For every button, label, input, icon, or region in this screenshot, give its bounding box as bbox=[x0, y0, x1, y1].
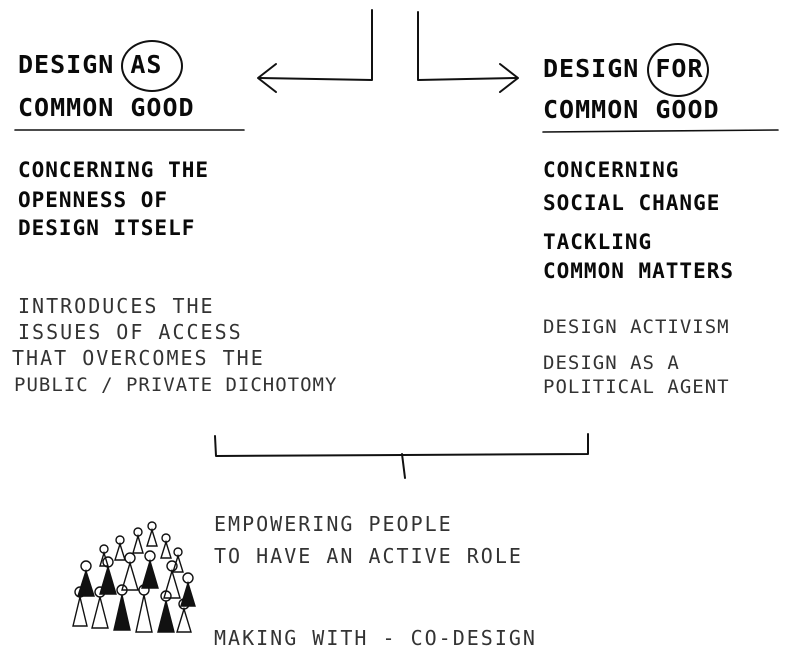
right-detail-line1: DESIGN ACTIVISM bbox=[543, 316, 730, 338]
circled-word-for: FOR bbox=[647, 43, 710, 97]
left-detail-line1: INTRODUCES THE bbox=[18, 294, 215, 318]
right-detail-line3: POLITICAL AGENT bbox=[543, 376, 730, 398]
left-detail-line3: THAT OVERCOMES THE bbox=[12, 346, 265, 370]
bottom-line2: TO HAVE AN ACTIVE ROLE bbox=[214, 544, 523, 568]
circle-mark-icon bbox=[121, 40, 184, 92]
left-detail-line4: PUBLIC / PRIVATE DICHOTOMY bbox=[14, 374, 338, 396]
right-underline bbox=[542, 129, 779, 133]
circle-mark-icon bbox=[647, 43, 710, 97]
left-arrowhead-icon bbox=[257, 63, 277, 93]
bottom-line3: MAKING WITH - CO-DESIGN bbox=[214, 626, 537, 650]
right-matters-line2: COMMON MATTERS bbox=[543, 259, 735, 283]
bottom-line1: EMPOWERING PEOPLE bbox=[214, 512, 453, 536]
bracket-stem bbox=[401, 453, 406, 479]
left-concern-line2: OPENNESS OF bbox=[18, 188, 169, 212]
left-detail-line2: ISSUES OF ACCESS bbox=[18, 320, 243, 344]
left-concern-line3: DESIGN ITSELF bbox=[18, 216, 196, 240]
right-detail-line2: DESIGN AS A bbox=[543, 352, 680, 374]
right-concern-line1: CONCERNING bbox=[543, 158, 680, 182]
right-arrowhead-icon bbox=[499, 63, 519, 93]
bracket-line bbox=[214, 433, 589, 457]
right-title-line1: DESIGN FOR bbox=[543, 43, 710, 97]
left-concern-line1: CONCERNING THE bbox=[18, 158, 210, 182]
circled-word-as: AS bbox=[121, 40, 184, 92]
right-matters-line1: TACKLING bbox=[543, 230, 653, 254]
left-title-line1: DESIGN AS bbox=[18, 40, 184, 92]
right-concern-line2: SOCIAL CHANGE bbox=[543, 191, 721, 215]
crowd-of-people-icon bbox=[72, 521, 196, 633]
left-title-line2: COMMON GOOD bbox=[18, 93, 195, 122]
right-branch-line bbox=[417, 11, 517, 81]
left-branch-line bbox=[259, 9, 373, 81]
right-title-line2: COMMON GOOD bbox=[543, 95, 720, 124]
